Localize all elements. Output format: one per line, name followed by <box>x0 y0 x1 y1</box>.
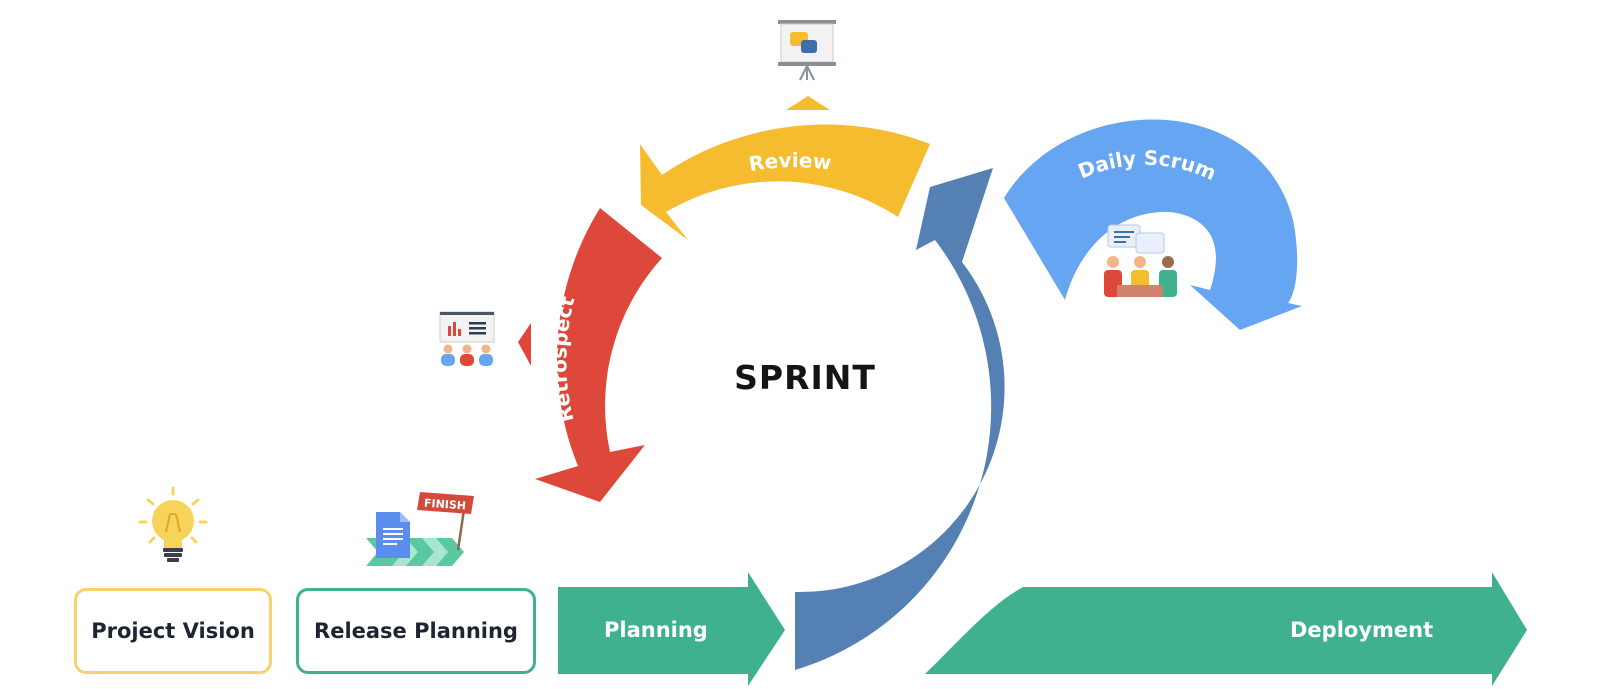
presentation-board-icon <box>778 20 836 81</box>
review-arc-shape <box>640 124 930 240</box>
release-planning-label: Release Planning <box>314 619 518 643</box>
sprint-center-label: SPRINT <box>734 358 876 397</box>
retrospect-arc-shape <box>535 208 662 502</box>
review-arrow: Review <box>640 124 930 240</box>
daily-scrum-arrow: Daily Scrum <box>1004 119 1302 330</box>
team-chart-meeting-icon <box>439 311 495 366</box>
project-vision-label: Project Vision <box>91 619 255 643</box>
lightbulb-icon <box>138 486 208 562</box>
deployment-arrow <box>925 572 1527 686</box>
document-finish-flag-icon <box>366 492 474 566</box>
daily-scrum-arc-shape <box>1004 119 1302 330</box>
implementation-arc-shape <box>795 168 1005 670</box>
finish-flag-text: FINISH <box>424 497 467 513</box>
team-discussion-icon <box>1104 224 1177 297</box>
retrospect-small-triangle <box>518 323 531 366</box>
deployment-label: Deployment <box>1290 618 1434 642</box>
planning-arrow <box>558 572 785 686</box>
project-vision-box: Project Vision <box>74 588 272 674</box>
review-pointer-triangle <box>786 96 830 110</box>
release-planning-box: Release Planning <box>296 588 536 674</box>
retrospect-arrow: Retrospect <box>518 208 662 502</box>
planning-label: Planning <box>604 618 708 642</box>
review-label: Review <box>747 148 833 176</box>
